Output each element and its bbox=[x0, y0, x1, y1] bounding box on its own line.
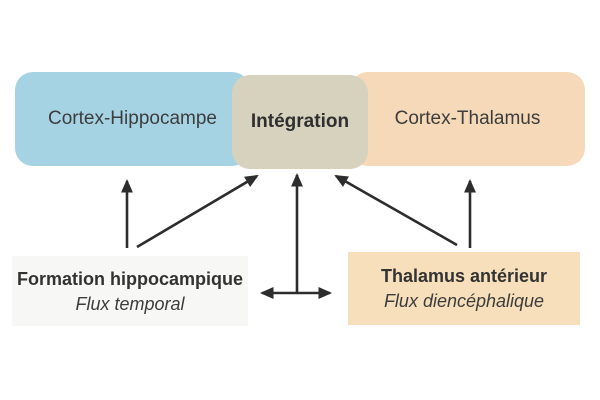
label-integration: Intégration bbox=[250, 111, 350, 132]
box-cortex-thalamus: Cortex-Thalamus bbox=[350, 72, 585, 166]
arrow-formation-to-integration bbox=[136, 174, 259, 249]
label-cortex-hippocampe: Cortex-Hippocampe bbox=[48, 108, 217, 129]
box-cortex-hippocampe: Cortex-Hippocampe bbox=[15, 72, 250, 166]
box-integration: Intégration bbox=[232, 75, 368, 169]
subtitle-flux-diencephalique: Flux diencéphalique bbox=[383, 291, 545, 311]
box-formation-hippocampique: Formation hippocampique Flux temporal bbox=[12, 256, 248, 326]
arrow-thalamus-to-integration bbox=[334, 174, 458, 247]
title-thalamus-anterieur: Thalamus antérieur bbox=[380, 266, 548, 286]
subtitle-flux-temporal: Flux temporal bbox=[75, 293, 185, 314]
label-cortex-thalamus: Cortex-Thalamus bbox=[394, 108, 541, 129]
box-thalamus-anterieur: Thalamus antérieur Flux diencéphalique bbox=[348, 252, 580, 325]
title-formation-hippocampique: Formation hippocampique bbox=[16, 268, 243, 289]
